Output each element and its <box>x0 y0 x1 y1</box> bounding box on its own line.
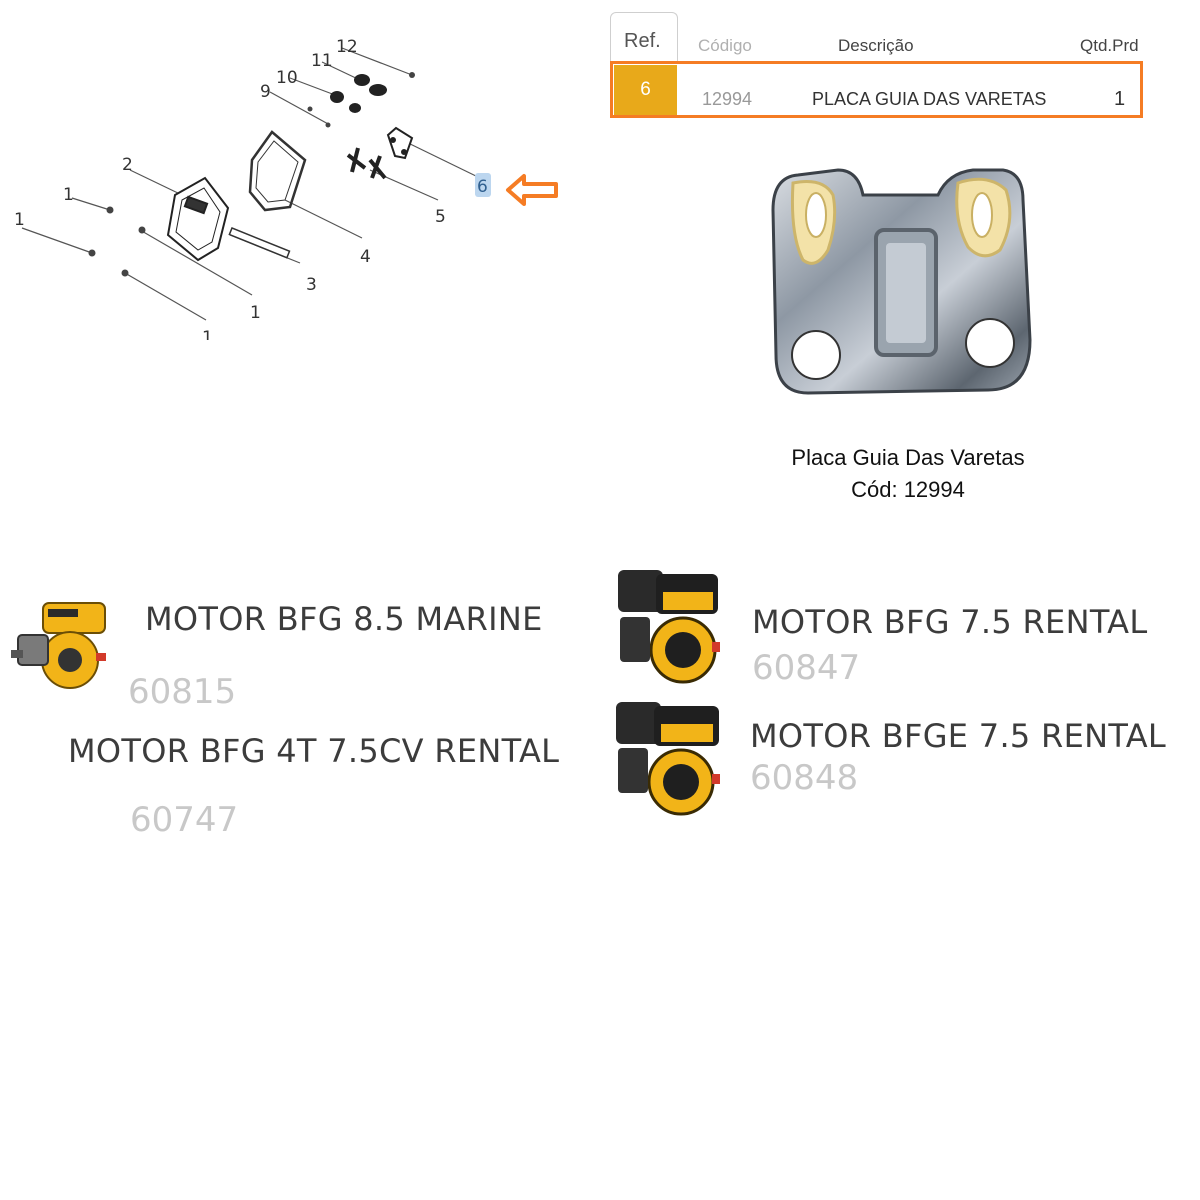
callout-6-highlight <box>475 173 491 197</box>
callout-10: 10 <box>276 68 298 88</box>
header-codigo: Código <box>698 36 752 55</box>
motor-60848-thumbnail[interactable] <box>606 696 734 821</box>
callout-6: 6 <box>477 177 488 197</box>
callout-1c: 1 <box>250 303 261 323</box>
callout-1a: 1 <box>63 185 74 205</box>
callout-2: 2 <box>122 155 133 175</box>
motor-60815-thumbnail[interactable] <box>8 595 113 695</box>
table-row-highlighted[interactable] <box>610 61 1143 118</box>
callout-4: 4 <box>360 247 371 267</box>
header-descricao: Descrição <box>838 36 914 55</box>
arrow-left-icon <box>506 174 558 206</box>
callout-11: 11 <box>311 51 333 71</box>
motor-code: 60847 <box>752 648 861 688</box>
guide-plate-photo <box>771 168 1032 395</box>
cell-codigo: 12994 <box>702 89 753 109</box>
motor-code: 60848 <box>750 758 859 798</box>
header-qtd: Qtd.Prd <box>1080 36 1139 55</box>
motor-name[interactable]: MOTOR BFG 7.5 RENTAL <box>752 603 1148 641</box>
motor-name[interactable]: MOTOR BFG 4T 7.5CV RENTAL <box>68 732 560 770</box>
callout-9: 9 <box>260 82 271 102</box>
callout-5: 5 <box>435 207 446 227</box>
part-name-caption: Placa Guia Das Varetas <box>791 445 1025 470</box>
header-ref: Ref. <box>624 30 661 52</box>
motor-name[interactable]: MOTOR BFGE 7.5 RENTAL <box>750 717 1167 755</box>
motor-code: 60815 <box>128 672 237 712</box>
cell-ref: 6 <box>614 65 677 115</box>
cell-descricao: PLACA GUIA DAS VARETAS <box>812 89 1047 109</box>
callout-1b: 1 <box>14 210 25 230</box>
motor-60847-thumbnail[interactable] <box>608 562 733 690</box>
exploded-parts-diagram: 12 11 10 9 2 1 1 1 1 3 4 5 6 <box>14 37 558 340</box>
part-code-caption: Cód: 12994 <box>851 477 965 502</box>
callout-12: 12 <box>336 37 358 57</box>
motor-name[interactable]: MOTOR BFG 8.5 MARINE <box>145 600 543 638</box>
cell-qtd: 1 <box>1114 88 1126 110</box>
callout-3: 3 <box>306 275 317 295</box>
ref-column-tab <box>610 12 678 61</box>
callout-1d: 1 <box>202 328 213 340</box>
motor-code: 60747 <box>130 800 239 840</box>
